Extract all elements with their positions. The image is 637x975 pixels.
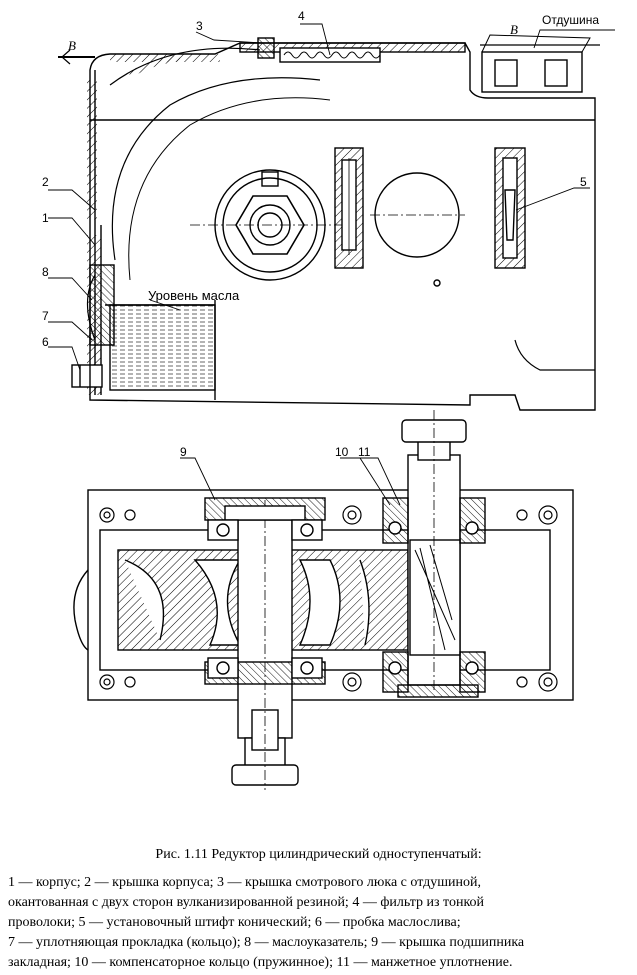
legend-line: окантованная с двух сторон вулканизирова… (8, 895, 485, 910)
callout-10: 10 (335, 445, 349, 459)
leader-lines-top (48, 23, 615, 371)
figure-caption: Рис. 1.11 Редуктор цилиндрический одност… (155, 847, 482, 862)
legend-line: 1 — корпус; 2 — крышка корпуса; 3 — крыш… (8, 875, 482, 890)
section-mark-right: В (510, 22, 518, 37)
section-mark-left: В (68, 38, 76, 53)
callout-4: 4 (298, 9, 305, 23)
callout-5: 5 (580, 175, 587, 189)
callout-1: 1 (42, 211, 49, 225)
legend-line: проволоки; 5 — установочный штифт кониче… (8, 915, 461, 930)
callout-9: 9 (180, 445, 187, 459)
figure-legend: 1 — корпус; 2 — крышка корпуса; 3 — крыш… (8, 873, 630, 973)
callout-8: 8 (42, 265, 49, 279)
callout-3: 3 (196, 19, 203, 33)
gear-reducer-drawing: В В Отдушина Уровень масла 3 4 2 1 8 7 6… (42, 9, 615, 790)
legend-line: закладная; 10 — компенсаторное кольцо (п… (8, 955, 513, 970)
oil-level-label: Уровень масла (148, 288, 240, 303)
side-section-view (58, 34, 600, 411)
callout-2: 2 (42, 175, 49, 189)
leader-lines-bottom (180, 457, 401, 506)
legend-line: 7 — уплотняющая прокладка (кольцо); 8 — … (8, 935, 525, 950)
vent-label: Отдушина (542, 13, 599, 27)
callout-7: 7 (42, 309, 49, 323)
callout-6: 6 (42, 335, 49, 349)
plan-view (73, 410, 574, 790)
callout-11: 11 (358, 445, 371, 459)
